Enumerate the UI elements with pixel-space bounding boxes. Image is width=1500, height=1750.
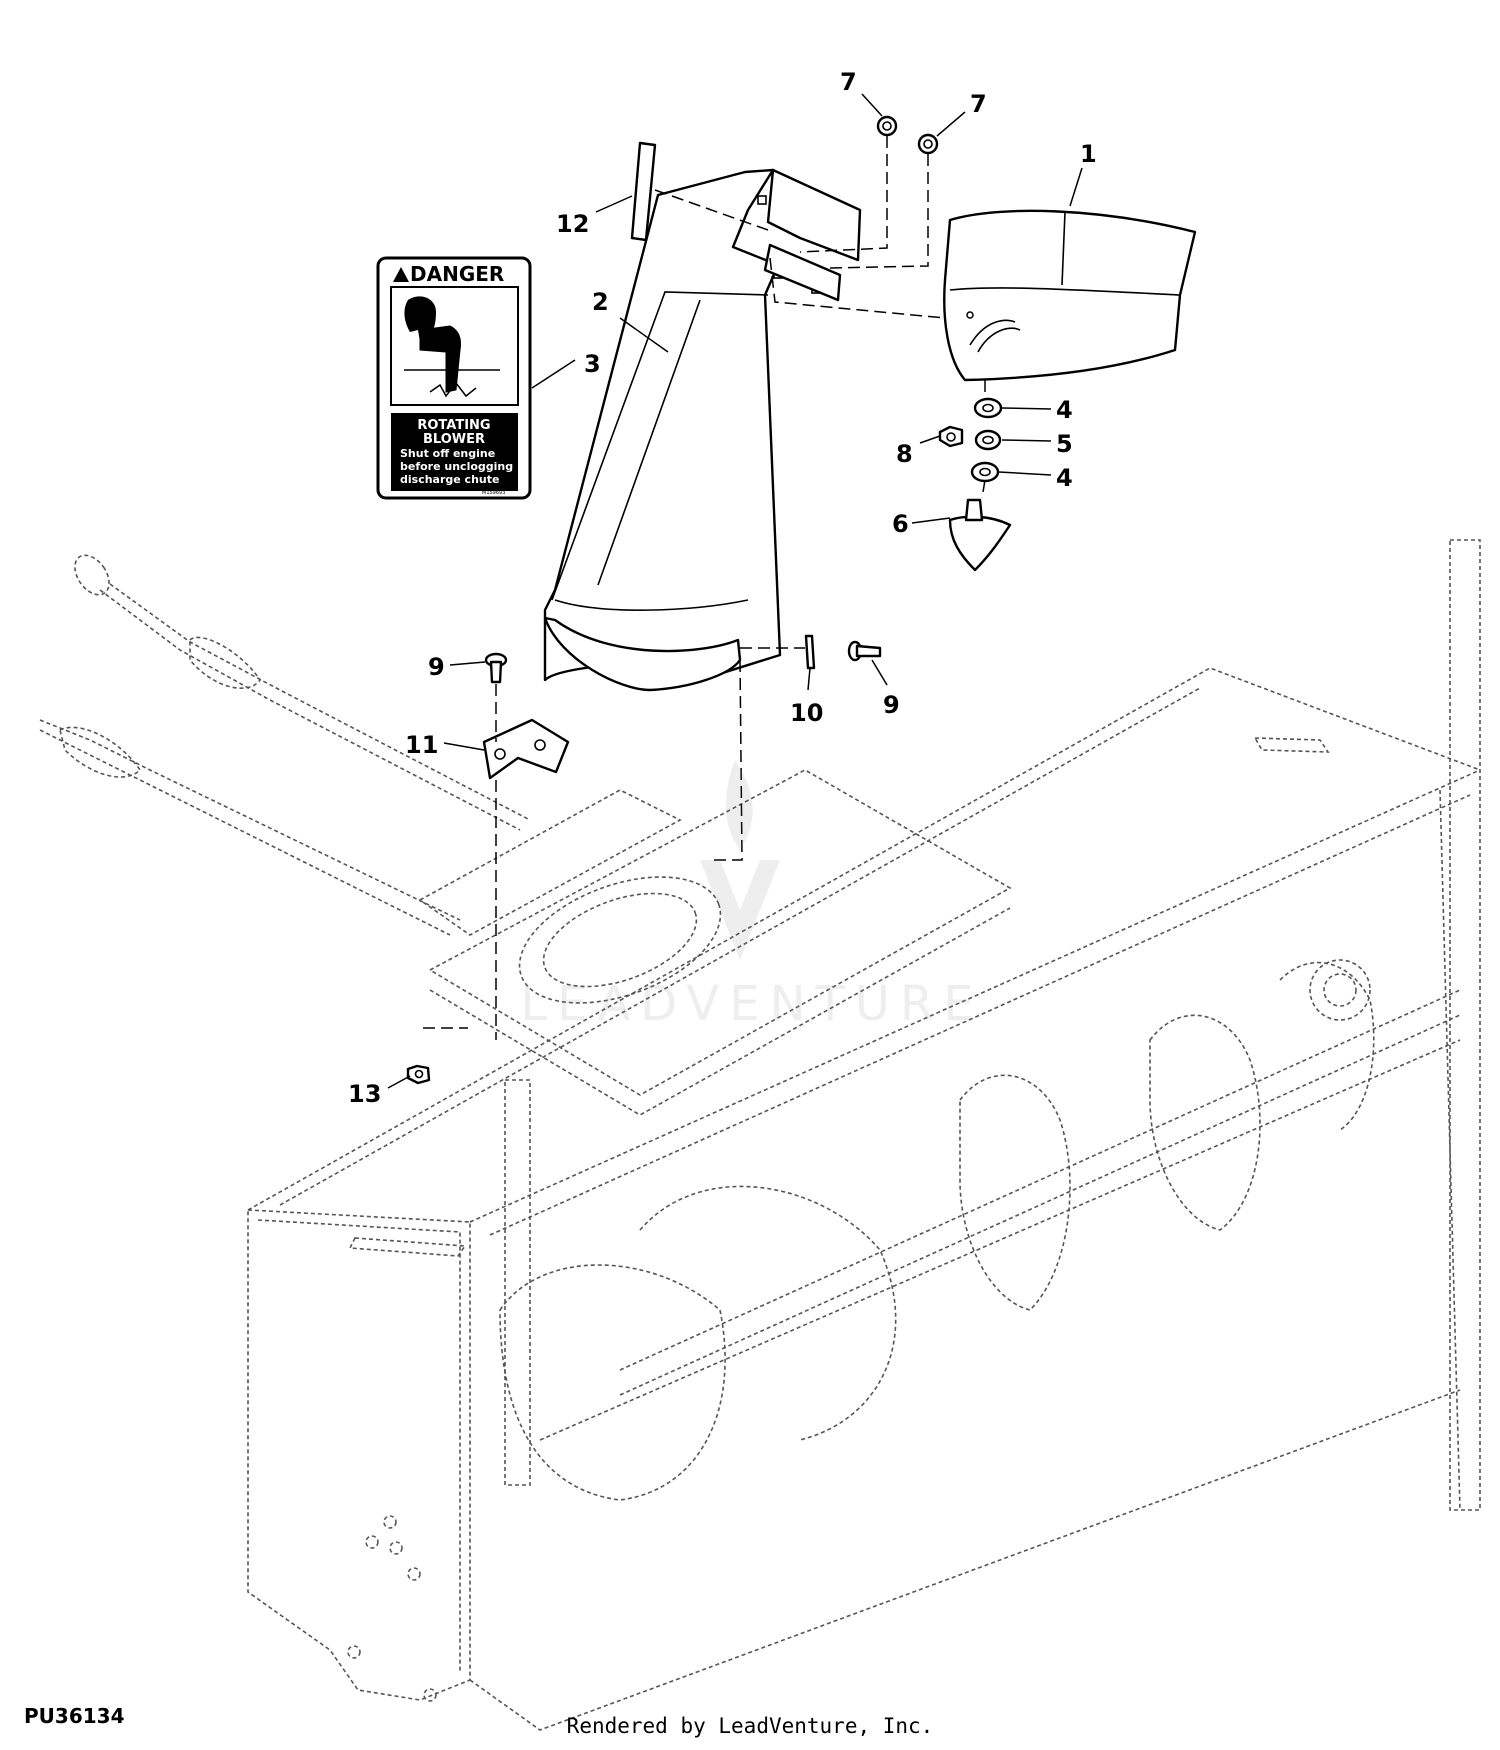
decal-header: DANGER [410, 262, 504, 286]
bolt-part-9a [484, 652, 508, 684]
washer-part-4b [970, 461, 1000, 483]
callout-4a: 4 [1056, 396, 1073, 424]
control-cables [39, 554, 531, 936]
flange-nut-part-7b [917, 133, 939, 155]
callout-1: 1 [1080, 140, 1097, 168]
callout-4b: 4 [1056, 464, 1073, 492]
lock-washer-part-10 [804, 634, 816, 670]
knob-part-6 [948, 498, 1012, 572]
nut-part-8 [938, 425, 964, 448]
decal-line-5: discharge chute [400, 473, 499, 486]
callout-2: 2 [592, 288, 609, 316]
decal-line-4: before unclogging [400, 460, 513, 473]
render-credit: Rendered by LeadVenture, Inc. [566, 1714, 934, 1738]
callout-labels: 1 2 3 4 4 5 6 7 7 8 9 9 10 11 12 13 [348, 68, 1097, 1108]
decal-line-3: Shut off engine [400, 447, 495, 460]
hardware-parts [406, 115, 1012, 1085]
callout-7a: 7 [840, 68, 857, 96]
callout-7b: 7 [970, 90, 987, 118]
gasket-part-12 [630, 141, 657, 242]
decal-line-2: BLOWER [423, 432, 485, 447]
decal-part-number: M159693 [482, 490, 505, 496]
callout-5: 5 [1056, 430, 1073, 458]
watermark-text: LEADVENTURE [520, 976, 983, 1032]
washer-part-5 [974, 429, 1002, 451]
callout-12: 12 [556, 210, 589, 238]
danger-decal: DANGER ROTATING BLOWER Shut off engine b… [376, 256, 532, 500]
callout-6: 6 [892, 510, 909, 538]
chute-deflector [943, 209, 1197, 382]
figure-code: PU36134 [24, 1704, 125, 1728]
flange-nut-part-7a [876, 115, 898, 137]
washer-part-4a [973, 397, 1003, 419]
callout-9a: 9 [428, 653, 445, 681]
watermark: LEADVENTURE [520, 760, 983, 1032]
callout-13: 13 [348, 1080, 381, 1108]
snowblower-housing [247, 539, 1481, 1731]
callout-3: 3 [584, 350, 601, 378]
callout-9b: 9 [883, 691, 900, 719]
callout-11: 11 [405, 731, 438, 759]
bolt-part-9b [847, 640, 882, 662]
assembly-lines [423, 136, 986, 1040]
callout-8: 8 [896, 440, 913, 468]
nut-part-13 [406, 1064, 431, 1085]
decal-line-1: ROTATING [417, 418, 490, 433]
leader-lines [387, 93, 1083, 1089]
discharge-chute [543, 168, 862, 692]
callout-10: 10 [790, 699, 823, 727]
clamp-part-11 [482, 718, 570, 780]
